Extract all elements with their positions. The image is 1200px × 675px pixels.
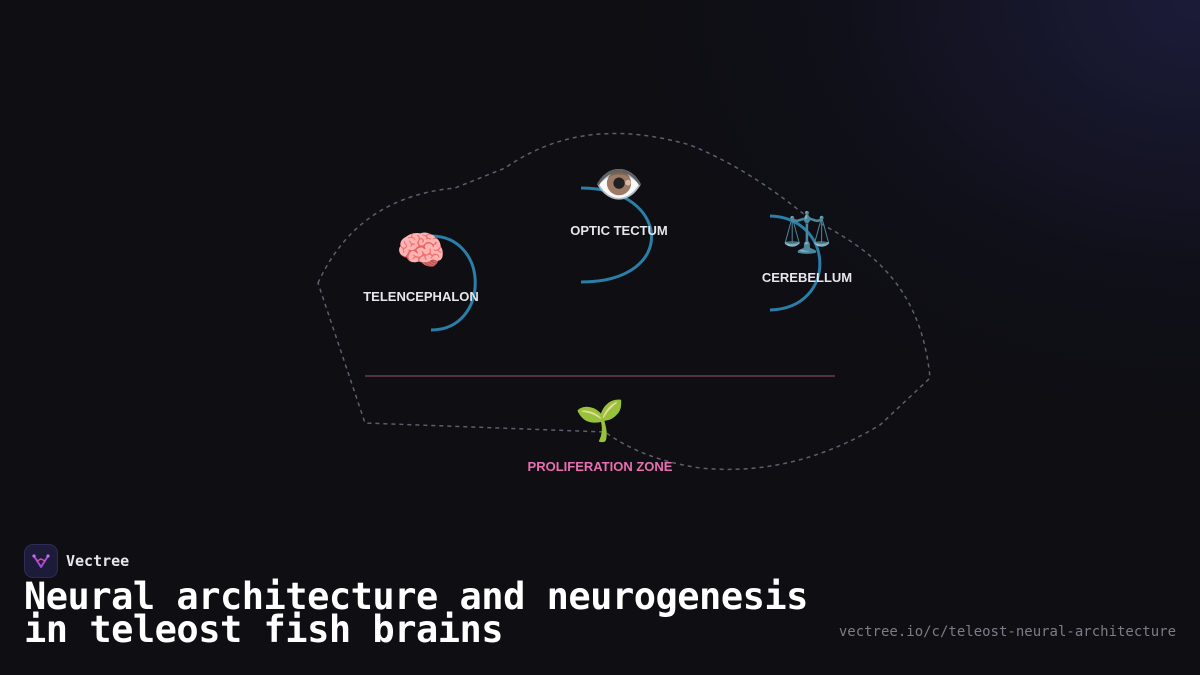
balance-scale-icon: ⚖️ (782, 209, 832, 256)
page-title: Neural architecture and neurogenesis in … (24, 575, 808, 651)
brand: Vectree (24, 544, 129, 578)
cerebellum-label: CEREBELLUM (762, 270, 852, 285)
telencephalon-arc (430, 234, 477, 332)
brain-icon: 🧠 (396, 228, 446, 274)
seedling-icon: 🌱 (575, 398, 625, 444)
cerebellum-arc (769, 214, 822, 312)
brain-outline (317, 132, 931, 471)
brand-name: Vectree (66, 552, 130, 570)
proliferation-zone-label: PROLIFERATION ZONE (528, 459, 673, 474)
optic-tectum-arc (580, 186, 653, 284)
page-url[interactable]: vectree.io/c/teleost-neural-architecture (838, 624, 1176, 640)
optic-tectum-label: OPTIC TECTUM (570, 223, 668, 238)
eye-icon: 👁️ (594, 162, 644, 208)
vectree-logo-icon (24, 544, 58, 578)
telencephalon-label: TELENCEPHALON (363, 289, 479, 304)
